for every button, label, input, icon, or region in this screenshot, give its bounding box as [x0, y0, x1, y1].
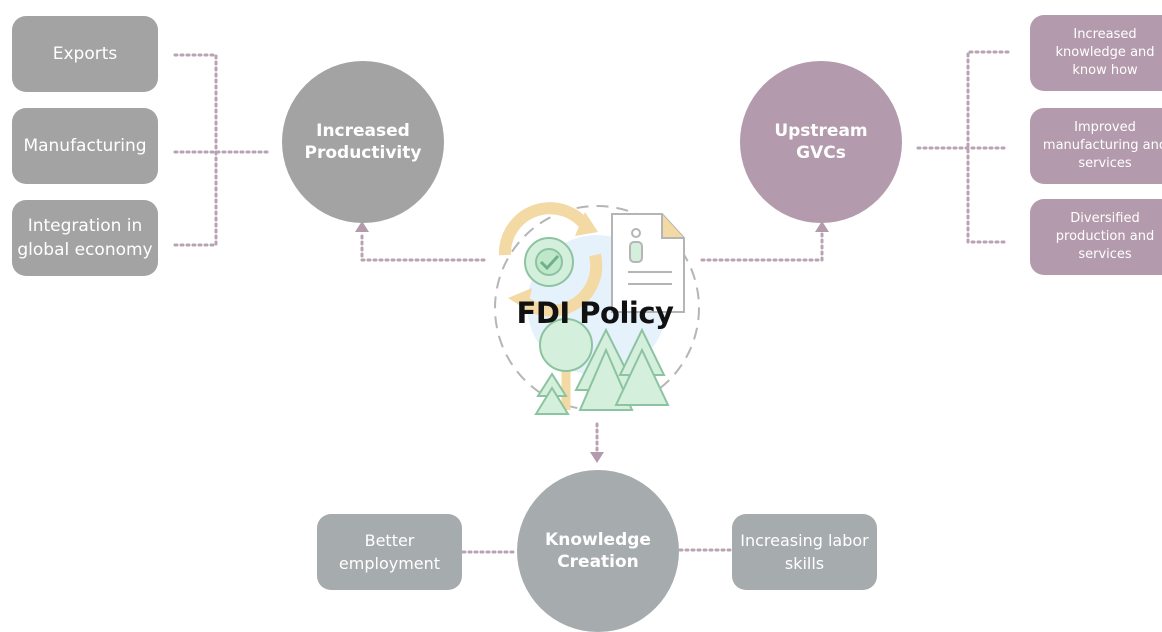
better-employment-box: Better employment [317, 514, 462, 590]
knowledge-know-how-box: Increased knowledge and know how [1030, 15, 1162, 91]
left-bracket [173, 53, 218, 247]
arrow-up-productivity [355, 221, 369, 232]
upstream-label: Upstream GVCs [774, 121, 868, 163]
integration-box: Integration in global economy [12, 200, 158, 276]
improved-manufacturing-box: Improved manufacturing and services [1030, 108, 1162, 184]
productivity-circle: Increased Productivity [282, 61, 444, 223]
diversified-production-box: Diversified production and services [1030, 199, 1162, 275]
labor-skills-box: Increasing labor skills [732, 514, 877, 590]
center-to-upstream [700, 230, 824, 262]
exports-box: Exports [12, 16, 158, 92]
manufacturing-box: Manufacturing [12, 108, 158, 184]
arrow-down-knowledge [590, 452, 604, 463]
fdi-illustration-icon [494, 202, 700, 415]
right-bracket [966, 50, 1010, 244]
knowledge-label: Knowledge Creation [545, 530, 651, 572]
arrow-up-upstream [815, 221, 829, 232]
fdi-policy-title: FDI Policy [516, 296, 674, 330]
knowledge-circle: Knowledge Creation [517, 470, 679, 632]
center-to-productivity [360, 230, 486, 262]
upstream-circle: Upstream GVCs [740, 61, 902, 223]
productivity-label: Increased Productivity [304, 121, 422, 163]
